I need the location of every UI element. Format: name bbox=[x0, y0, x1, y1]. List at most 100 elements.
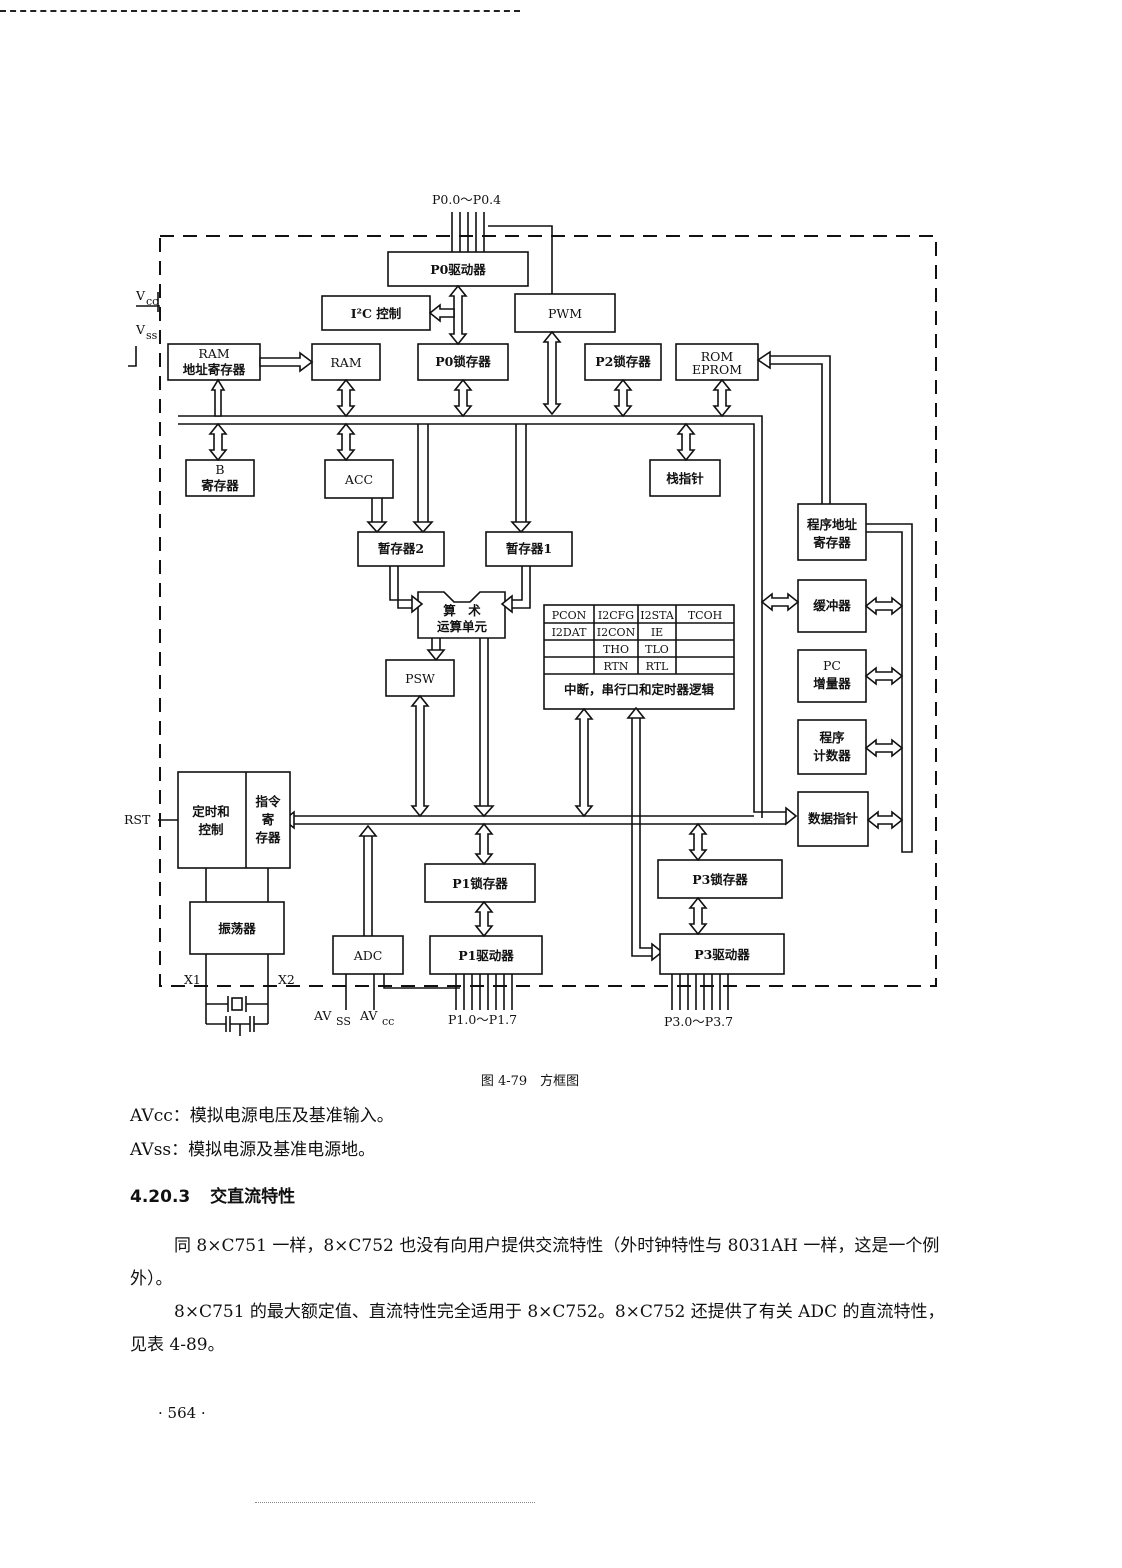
internal-bus-bottom bbox=[294, 815, 786, 825]
crystal-icon bbox=[206, 996, 268, 1036]
bottom-scan-artifact bbox=[255, 1502, 535, 1503]
p1-driver-block bbox=[429, 935, 543, 975]
section-title: 交直流特性 bbox=[210, 1187, 296, 1207]
data-pointer-label: 数据指针 bbox=[807, 811, 859, 826]
i2c-control-block bbox=[321, 295, 431, 331]
sfr-cell: I2STA bbox=[640, 609, 675, 622]
svg-text:V: V bbox=[135, 288, 146, 303]
ram-address-register-block bbox=[167, 343, 261, 381]
b-register-block bbox=[185, 459, 255, 497]
timing-control-block bbox=[177, 771, 291, 869]
page-number: · 564 · bbox=[158, 1404, 206, 1422]
p1-pins-label: P1.0～P1.7 bbox=[448, 1012, 517, 1027]
p3-latch-block bbox=[657, 859, 783, 899]
sfr-cell: PCON bbox=[552, 609, 587, 622]
p0-driver-label: P0驱动器 bbox=[430, 262, 486, 277]
p1-latch-label: P1锁存器 bbox=[452, 876, 508, 891]
avss-pin-label: AV SS bbox=[313, 1008, 351, 1028]
sfr-cell: I2CON bbox=[597, 626, 636, 639]
avcc-pin-label: AV cc bbox=[359, 1008, 394, 1028]
p0-pin-lines bbox=[451, 212, 553, 294]
instruction-register-label-2: 寄 bbox=[262, 812, 275, 827]
buffer-label: 缓冲器 bbox=[813, 598, 851, 613]
data-pointer-block bbox=[797, 791, 869, 847]
sfr-cell: THO bbox=[603, 643, 629, 656]
p3-connections bbox=[671, 822, 729, 1010]
acc-label: ACC bbox=[344, 472, 373, 487]
internal-bus-top bbox=[178, 415, 786, 818]
top-connections bbox=[259, 284, 831, 504]
p3-driver-label: P3驱动器 bbox=[694, 947, 750, 962]
sfr-cell: I2CFG bbox=[598, 609, 634, 622]
sfr-cell: TCOH bbox=[688, 609, 722, 622]
alu-label-2: 运算单元 bbox=[437, 619, 488, 634]
p3-driver-block bbox=[659, 933, 785, 975]
alu-connections bbox=[389, 566, 531, 818]
section-heading: 4.20.3 交直流特性 bbox=[130, 1182, 295, 1207]
right-column-connections bbox=[760, 523, 913, 853]
psw-label: PSW bbox=[405, 671, 435, 686]
adc-label: ADC bbox=[353, 948, 383, 963]
p1-latch-block bbox=[424, 863, 536, 903]
block-diagram: P0.0～P0.4 V cc V ss P0驱动器 I²C 控制 PWM RAM… bbox=[124, 192, 937, 1036]
rom-label: ROM bbox=[701, 349, 734, 364]
p1-driver-label: P1驱动器 bbox=[458, 948, 514, 963]
p1-connections bbox=[455, 822, 513, 1010]
program-address-label-1: 程序地址 bbox=[807, 517, 858, 532]
p0-latch-label: P0锁存器 bbox=[435, 354, 491, 369]
adc-block bbox=[332, 935, 404, 975]
b-register-label-2: 寄存器 bbox=[201, 478, 239, 493]
program-counter-label-1: 程序 bbox=[819, 730, 845, 745]
svg-text:V: V bbox=[135, 322, 146, 337]
acc-block bbox=[324, 459, 394, 499]
sfr-bus-arrows bbox=[574, 706, 664, 962]
alu-block bbox=[417, 591, 506, 639]
temp-register-1-label: 暂存器1 bbox=[506, 541, 552, 556]
sfr-cell: RTL bbox=[646, 660, 669, 673]
p2-latch-label: P2锁存器 bbox=[595, 354, 651, 369]
ram-block bbox=[311, 343, 381, 381]
eprom-label: EPROM bbox=[692, 362, 742, 377]
program-address-register-block bbox=[797, 503, 867, 561]
sfr-cell: IE bbox=[651, 626, 663, 639]
oscillator-block bbox=[189, 901, 285, 955]
ram-address-label-2: 地址寄存器 bbox=[183, 362, 246, 377]
program-address-label-2: 寄存器 bbox=[813, 535, 851, 550]
rst-pin-label: RST bbox=[124, 812, 151, 827]
x2-pin-label: X2 bbox=[278, 972, 295, 987]
oscillator-label: 振荡器 bbox=[218, 921, 256, 936]
svg-text:AV: AV bbox=[359, 1008, 378, 1023]
pc-incrementer-label-1: PC bbox=[823, 658, 841, 673]
ram-label: RAM bbox=[330, 355, 361, 370]
p3-latch-label: P3锁存器 bbox=[692, 872, 748, 887]
svg-text:cc: cc bbox=[382, 1015, 394, 1028]
timing-control-label-2: 控制 bbox=[198, 822, 223, 837]
sfr-cell: I2DAT bbox=[552, 626, 588, 639]
pwm-label: PWM bbox=[548, 306, 582, 321]
p3-pins-label: P3.0～P3.7 bbox=[664, 1014, 733, 1029]
avss-description: AVss：模拟电源及基准电源地。 bbox=[130, 1140, 376, 1160]
sfr-table-cells: PCON I2CFG I2STA TCOH I2DAT I2CON IE THO… bbox=[552, 609, 723, 697]
instruction-register-label-1: 指令 bbox=[255, 794, 281, 809]
temp-register-2-label: 暂存器2 bbox=[378, 541, 424, 556]
svg-text:cc: cc bbox=[146, 295, 158, 308]
sfr-cell: RTN bbox=[603, 660, 628, 673]
stack-pointer-label: 栈指针 bbox=[666, 471, 704, 486]
sfr-cell: TLO bbox=[645, 643, 669, 656]
top-dashed-rule bbox=[0, 10, 520, 12]
psw-block bbox=[385, 659, 455, 697]
p0-driver-block bbox=[387, 251, 529, 287]
svg-text:ss: ss bbox=[146, 329, 158, 342]
body-paragraph-1: 同 8×C751 一样，8×C752 也没有向用户提供交流特性（外时钟特性与 8… bbox=[130, 1236, 940, 1289]
sfr-footer-label: 中断，串行口和定时器逻辑 bbox=[564, 682, 715, 697]
program-counter-label-2: 计数器 bbox=[813, 748, 851, 763]
sfr-table bbox=[543, 604, 735, 710]
timing-control-label-1: 定时和 bbox=[191, 804, 230, 819]
avcc-description: AVcc：模拟电源电压及基准输入。 bbox=[130, 1106, 394, 1126]
i2c-control-label: I²C 控制 bbox=[351, 306, 402, 321]
temp-register-2-block bbox=[357, 531, 445, 567]
pwm-block bbox=[514, 293, 616, 333]
stack-pointer-block bbox=[649, 459, 721, 497]
program-counter-block bbox=[797, 719, 867, 775]
temp-register-1-block bbox=[485, 531, 573, 567]
